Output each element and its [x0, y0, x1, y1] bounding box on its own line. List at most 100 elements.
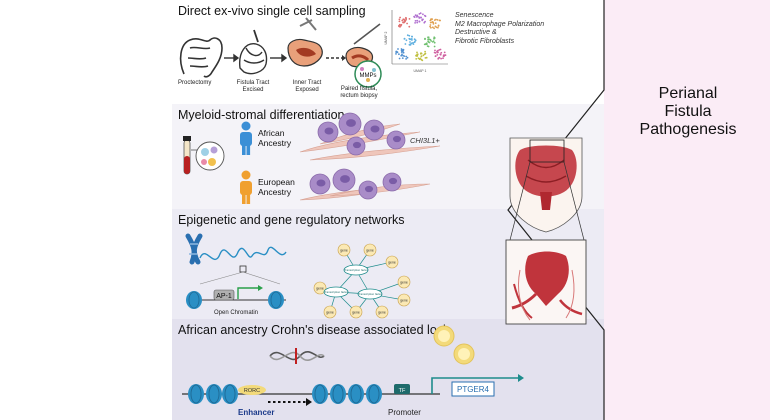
side-chevron-outline [507, 0, 605, 420]
umap-point [418, 20, 421, 23]
gene-node-label: gene [340, 249, 348, 253]
umap-point [418, 16, 421, 19]
umap-point [419, 12, 422, 15]
umap-point [415, 16, 418, 18]
umap-point [414, 20, 417, 22]
nucleosome-wrap [350, 384, 362, 404]
umap-point [416, 19, 419, 22]
myeloid-cell-nucleus [392, 135, 402, 143]
umap-point [413, 15, 415, 18]
finding-senescence: Senescence [455, 12, 494, 19]
umap-point [402, 18, 405, 21]
tf-node [343, 264, 369, 276]
tf-node-label: Transcription factor [344, 268, 368, 272]
panel-loci: African ancestry Crohn's disease associa… [172, 319, 604, 420]
umap-point [434, 49, 436, 52]
gene-node-label: gene [388, 261, 396, 265]
tf-node [323, 286, 349, 298]
umap-point [395, 53, 397, 55]
umap-point [415, 58, 418, 60]
umap-point [415, 55, 418, 57]
magnified-cells-icon [191, 141, 225, 171]
umap-point [398, 18, 401, 21]
tf-box: TF [394, 384, 410, 394]
nucleosome [366, 384, 382, 404]
gene-node-label: gene [352, 311, 360, 315]
myeloid-cell-nucleus [346, 119, 356, 127]
umap-point [404, 20, 407, 22]
umap-point [420, 55, 423, 58]
umap-point [403, 38, 406, 40]
umap-point [422, 13, 424, 16]
umap-point [429, 24, 432, 26]
umap-point [398, 57, 401, 60]
nucleosome-wrap [224, 384, 236, 404]
dashed-arrow [326, 55, 346, 61]
myeloid-cell-nucleus [316, 179, 326, 187]
umap-point [429, 21, 432, 24]
ptger4-arrowhead [518, 374, 524, 382]
myeloid-cell-nucleus [352, 141, 362, 149]
fistula-excised-icon [239, 29, 268, 75]
umap-point [443, 51, 446, 54]
umap-point [428, 41, 431, 44]
umap-point [409, 38, 411, 41]
european-person-icon [240, 170, 252, 204]
umap-point [433, 36, 436, 39]
dna-helix-icon [269, 348, 325, 364]
nucleosome [206, 384, 222, 404]
dna-strand [199, 246, 287, 261]
gold-cells [433, 325, 475, 365]
torso-illustration [509, 137, 583, 233]
umap-point [434, 25, 437, 28]
gene-node [385, 255, 399, 269]
nucleosome [222, 384, 238, 404]
tf-label: TF [399, 388, 406, 394]
umap-point [408, 34, 411, 37]
umap-point [437, 26, 439, 29]
side-title-line-2: Fistula [664, 103, 712, 120]
umap-point [442, 54, 445, 56]
gene-node-label: gene [326, 311, 334, 315]
umap-point [424, 38, 426, 40]
umap-point [430, 26, 432, 29]
nucleosome [348, 384, 364, 404]
tf-node [357, 288, 383, 300]
step-paired-biopsy: Paired fistula, rectum biopsy [340, 86, 378, 99]
umap-point [424, 50, 426, 53]
gene-node-label: gene [378, 311, 386, 315]
myeloid-cell-nucleus [324, 127, 334, 135]
umap-point [436, 19, 439, 21]
mmps-badge: MMPs [354, 60, 382, 88]
umap-point [424, 20, 426, 23]
myeloid-cells [309, 112, 406, 200]
open-chromatin-label: Open Chromatin [214, 310, 258, 316]
umap-point [405, 58, 407, 60]
umap-point [402, 51, 405, 54]
panel-loci-title: African ancestry Crohn's disease associa… [178, 323, 446, 337]
chromosome-icon [185, 233, 203, 265]
zoom-line-right [242, 271, 281, 285]
nucleosome-wrap [190, 384, 202, 404]
umap-point [398, 20, 401, 23]
gene-node-label: gene [400, 281, 408, 285]
tf-node-label: Transcription factor [358, 292, 382, 296]
nucleosome [188, 384, 204, 404]
nucleosome-right [268, 291, 284, 309]
umap-point [443, 55, 445, 58]
nucleosome-wrap [368, 384, 380, 404]
umap-point [403, 55, 406, 57]
umap-point [408, 18, 411, 20]
ptger4-box: PTGER4 [451, 381, 495, 397]
nucleosome-wrap [314, 384, 326, 404]
paired-biopsy-icon [345, 23, 381, 68]
umap-point [402, 49, 404, 52]
umap-point [398, 25, 400, 28]
nucleosome-wrap [332, 384, 344, 404]
gene-node [375, 305, 389, 319]
mmps-label: MMPs [360, 73, 377, 79]
panel-myeloid-title: Myeloid-stromal differentiation [178, 108, 345, 122]
inner-tract-icon [287, 17, 323, 67]
